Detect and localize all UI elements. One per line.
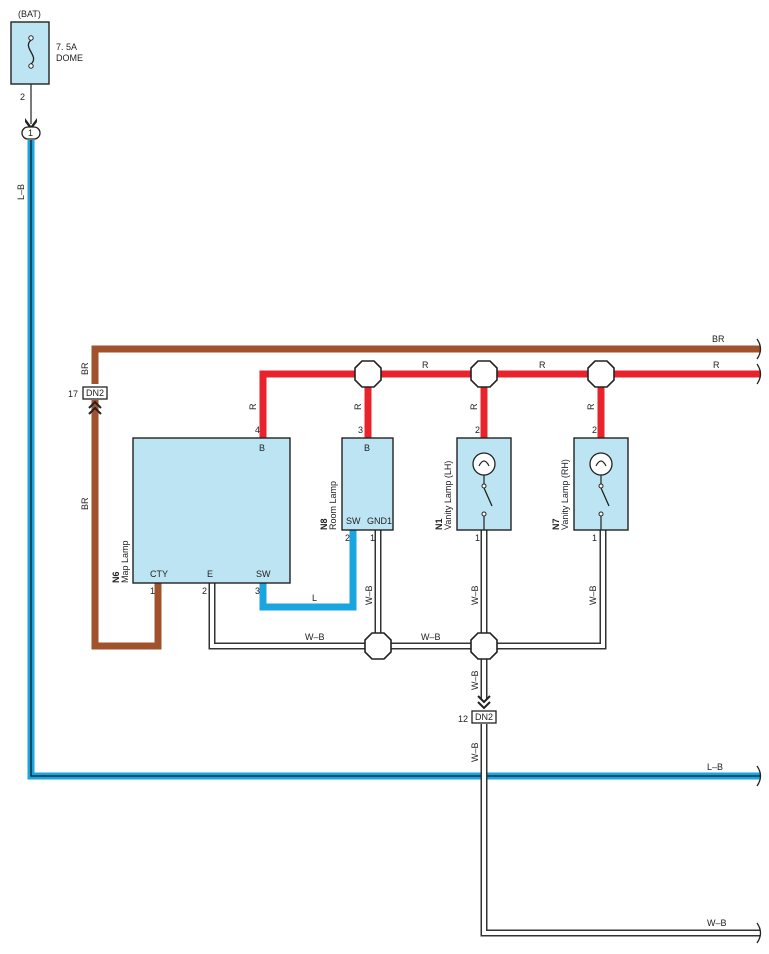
wire-l <box>259 530 357 611</box>
map-lamp-pin-cty: 1 <box>150 586 155 596</box>
junction-wb-1 <box>364 632 392 660</box>
wire-r <box>259 370 760 438</box>
vanity-rh-name: Vanity Lamp (RH) <box>560 459 570 530</box>
map-lamp-terminal-cty: CTY <box>150 569 168 579</box>
connector-dn2-top: 17 DN2 <box>68 386 108 415</box>
label-r-map: R <box>248 403 258 410</box>
junction-r-2 <box>470 360 498 388</box>
wire-br <box>91 345 760 650</box>
map-lamp-name: Map Lamp <box>120 540 130 583</box>
connector-1: 1 <box>21 118 41 140</box>
wire-w-b <box>208 530 760 937</box>
map-lamp-terminal-e: E <box>207 569 213 579</box>
fuse-rating: 7. 5A <box>56 42 77 52</box>
label-wb-room: W–B <box>364 585 374 605</box>
label-r-bus-1: R <box>422 360 429 370</box>
vanity-lh-pin-top: 2 <box>475 425 480 435</box>
label-r-bus-2: R <box>539 360 546 370</box>
splice-junctions <box>354 360 615 660</box>
dn2-bottom-name: DN2 <box>475 712 493 722</box>
wire-continuation-marks <box>756 338 762 944</box>
room-lamp-terminal-sw: SW <box>346 516 361 526</box>
room-lamp: B SW GND1 3 2 1 N8 Room Lamp <box>319 425 394 543</box>
wire-l-b <box>27 84 760 780</box>
map-lamp-terminal-sw: SW <box>256 569 271 579</box>
label-r-vanity-lh: R <box>469 403 479 410</box>
label-wb-vanity-lh: W–B <box>470 585 480 605</box>
connector-1-pin: 1 <box>28 128 33 138</box>
connector-dn2-bottom: 12 DN2 <box>458 695 497 724</box>
room-lamp-pin-gnd: 1 <box>370 533 375 543</box>
label-wb-bottom: W–B <box>707 918 727 928</box>
vanity-lamp-rh: 2 1 N7 Vanity Lamp (RH) <box>551 425 629 543</box>
map-lamp-pin-e: 2 <box>202 586 207 596</box>
junction-wb-2 <box>470 632 498 660</box>
map-lamp-code: N6 <box>111 571 121 583</box>
label-wb-vanity-rh: W–B <box>588 585 598 605</box>
label-wb-ground-2: W–B <box>421 632 441 642</box>
room-lamp-terminal-b: B <box>364 443 370 453</box>
room-lamp-code: N8 <box>319 518 329 530</box>
room-lamp-name: Room Lamp <box>328 481 338 530</box>
map-lamp-terminal-b: B <box>259 443 265 453</box>
label-br-left-upper: BR <box>80 362 90 375</box>
label-r-vanity-rh: R <box>586 403 596 410</box>
label-br-left-lower: BR <box>80 497 90 510</box>
label-l-b-top: L–B <box>16 184 26 200</box>
map-lamp: B CTY E SW 4 1 2 3 N6 Map Lamp <box>111 425 291 596</box>
map-lamp-pin-b: 4 <box>255 425 260 435</box>
label-wb-down-2: W–B <box>470 742 480 762</box>
room-lamp-pin-b: 3 <box>358 425 363 435</box>
dn2-bottom-pin: 12 <box>458 714 468 724</box>
dn2-top-pin: 17 <box>68 389 78 399</box>
fuse-dome: (BAT) 7. 5A DOME 2 <box>10 9 83 102</box>
room-lamp-pin-sw: 2 <box>345 533 350 543</box>
map-lamp-pin-sw: 3 <box>255 586 260 596</box>
junction-r-3 <box>587 360 615 388</box>
fuse-source-label: (BAT) <box>18 9 41 19</box>
vanity-lh-code: N1 <box>434 518 444 530</box>
label-r-room: R <box>353 403 363 410</box>
label-l-b-right: L–B <box>707 762 723 772</box>
vanity-rh-pin-bottom: 1 <box>592 533 597 543</box>
label-br-top-right: BR <box>712 334 725 344</box>
fuse-pin: 2 <box>20 92 25 102</box>
dn2-top-name: DN2 <box>86 388 104 398</box>
fuse-name: DOME <box>56 53 83 63</box>
vanity-rh-pin-top: 2 <box>592 425 597 435</box>
label-r-bus-3: R <box>713 360 720 370</box>
vanity-lh-pin-bottom: 1 <box>475 533 480 543</box>
junction-r-1 <box>354 360 382 388</box>
label-l-map-room: L <box>312 593 317 603</box>
label-wb-down-1: W–B <box>470 670 480 690</box>
room-lamp-terminal-gnd: GND1 <box>367 516 392 526</box>
wire-labels: L–B L–B BR BR BR R R R R R R R L W–B W–B… <box>16 184 727 928</box>
vanity-lh-name: Vanity Lamp (LH) <box>443 461 453 530</box>
vanity-rh-code: N7 <box>551 518 561 530</box>
vanity-lamp-lh: 2 1 N1 Vanity Lamp (LH) <box>434 425 512 543</box>
label-wb-ground-1: W–B <box>305 632 325 642</box>
